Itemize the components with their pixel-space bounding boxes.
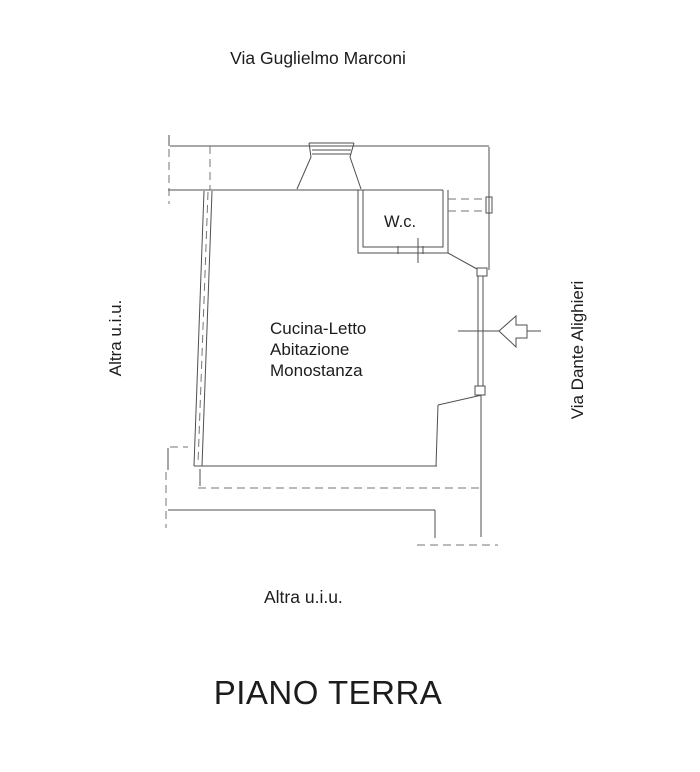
- chimney-flare-left: [296, 156, 312, 190]
- boundary-dashed-lines: [165, 146, 498, 546]
- chimney-flare-right: [349, 156, 362, 190]
- left-wall-inner-line: [201, 190, 213, 467]
- adjacent-unit-label-left: Altra u.i.u.: [106, 299, 125, 377]
- left-wall: [193, 190, 213, 467]
- door-jamb-top: [476, 267, 488, 277]
- main-room-label-line2: Abitazione: [270, 340, 350, 359]
- street-label-top: Via Guglielmo Marconi: [230, 48, 406, 68]
- door-jamb-bottom: [474, 385, 486, 396]
- street-label-right: Via Dante Alighieri: [568, 280, 587, 420]
- dashed-wc-to-pillar: [448, 198, 486, 212]
- adjacent-unit-label-bottom: Altra u.i.u.: [264, 587, 343, 607]
- chimney-cap-sides: [308, 142, 355, 158]
- wc-room-walls: [357, 190, 449, 263]
- plan-title: PIANO TERRA: [213, 674, 443, 711]
- wc-wall-outer: [357, 190, 449, 254]
- entrance-door: [435, 252, 541, 467]
- wc-room-label: W.c.: [384, 213, 417, 231]
- splay-lower-diagonal: [437, 394, 483, 406]
- entrance-arrow-icon: [498, 314, 528, 349]
- right-wall-pillar: [485, 196, 493, 214]
- main-room-label-line1: Cucina-Letto: [270, 319, 367, 338]
- main-room-label-line3: Monostanza: [270, 361, 363, 380]
- splay-upper-diagonal: [447, 252, 478, 270]
- left-wall-outer-line: [193, 190, 205, 467]
- wc-wall-inner: [362, 190, 444, 248]
- main-room-label: Cucina-Letto Abitazione Monostanza: [270, 318, 366, 381]
- chimney-cap-bands: [312, 149, 351, 155]
- outer-walls: [168, 135, 490, 270]
- chimney-flue: [296, 142, 362, 190]
- dashed-left-wall-centerline: [197, 191, 209, 465]
- wc-door-jamb-ticks: [397, 246, 424, 254]
- right-wall-lower-edge: [435, 404, 439, 467]
- bottom-walls: [167, 395, 482, 538]
